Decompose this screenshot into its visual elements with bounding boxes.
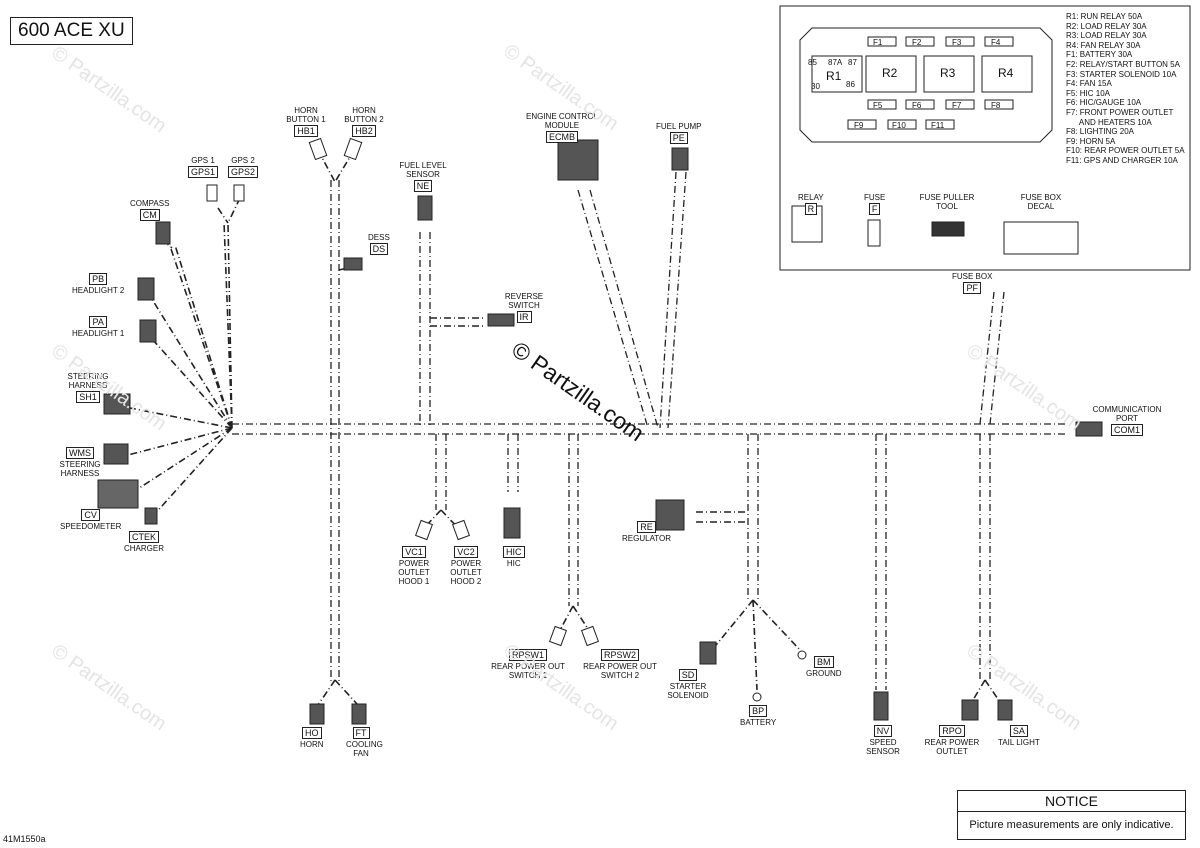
fuse-part	[867, 219, 881, 247]
relay-pin-87a: 87A	[828, 58, 843, 67]
notice-text: Picture measurements are only indicative…	[969, 819, 1174, 831]
fuse-F3: F3	[952, 38, 962, 47]
relay-pin-30: 30	[811, 82, 820, 91]
page-title: 600 ACE XU	[10, 17, 133, 45]
legend-line: F8: LIGHTING 20A	[1066, 127, 1135, 137]
legend-line: R1: RUN RELAY 50A	[1066, 12, 1143, 21]
legend-line: F5: HIC 10A	[1066, 88, 1111, 98]
legend-line: R3: LOAD RELAY 30A	[1066, 31, 1147, 41]
connector-bodies	[97, 137, 1103, 725]
fuse-F8: F8	[991, 101, 1001, 110]
legend-line: F7: FRONT POWER OUTLET	[1066, 107, 1174, 117]
fuse-F1: F1	[873, 38, 883, 47]
legend-line: F11: GPS AND CHARGER 10A	[1066, 155, 1178, 165]
relay-pin-86: 86	[846, 80, 855, 89]
fuse-part-label: FUSE F	[864, 193, 886, 215]
fuse-F5: F5	[873, 101, 883, 110]
legend-line: F9: HORN 5A	[1066, 136, 1116, 146]
fuse-F9: F9	[854, 121, 864, 130]
fuse-decal-label: FUSE BOX DECAL	[1020, 193, 1062, 211]
fuse-legend: R1: RUN RELAY 50A R2: LOAD RELAY 30A R3:…	[1066, 12, 1185, 166]
legend-line: F4: FAN 15A	[1066, 79, 1112, 89]
fuse-puller-label: FUSE PULLER TOOL	[919, 193, 975, 211]
fuse-F6: F6	[912, 101, 922, 110]
relay-R4: R4	[998, 66, 1014, 80]
notice-heading: NOTICE	[958, 791, 1185, 812]
fuse-puller-tool	[931, 221, 965, 237]
fuse-F11: F11	[931, 121, 945, 130]
connector-CTek: CTekCHARGER	[124, 531, 165, 553]
relay-R1: R1	[826, 69, 842, 83]
fuse-F7: F7	[952, 101, 962, 110]
legend-line: F10: REAR POWER OUTLET 5A	[1066, 146, 1185, 156]
relay-pin-87: 87	[848, 58, 857, 67]
fuse-F10: F10	[892, 121, 906, 130]
relay-R3: R3	[940, 66, 956, 80]
legend-line: F1: BATTERY 30A	[1066, 50, 1133, 60]
part-number: 41M1550a	[3, 834, 46, 844]
notice-box: NOTICE Picture measurements are only ind…	[957, 790, 1186, 840]
legend-line: F6: HIC/GAUGE 10A	[1066, 98, 1142, 108]
legend-line: R4: FAN RELAY 30A	[1066, 40, 1141, 50]
fuse-box-decal	[1003, 221, 1079, 255]
fuse-F4: F4	[991, 38, 1001, 47]
legend-line: R2: LOAD RELAY 30A	[1066, 21, 1147, 31]
relay-R2: R2	[882, 66, 898, 80]
legend-line: F2: RELAY/START BUTTON 5A	[1066, 59, 1180, 69]
legend-line: AND HEATERS 10A	[1066, 117, 1152, 127]
fuse-F2: F2	[912, 38, 922, 47]
relay-part-label: RELAY R	[798, 193, 824, 215]
main-harness	[127, 149, 1066, 706]
legend-line: F3: STARTER SOLENOID 10A	[1066, 69, 1177, 79]
relay-pin-85: 85	[808, 58, 817, 67]
fusebox-inset	[779, 5, 1191, 271]
